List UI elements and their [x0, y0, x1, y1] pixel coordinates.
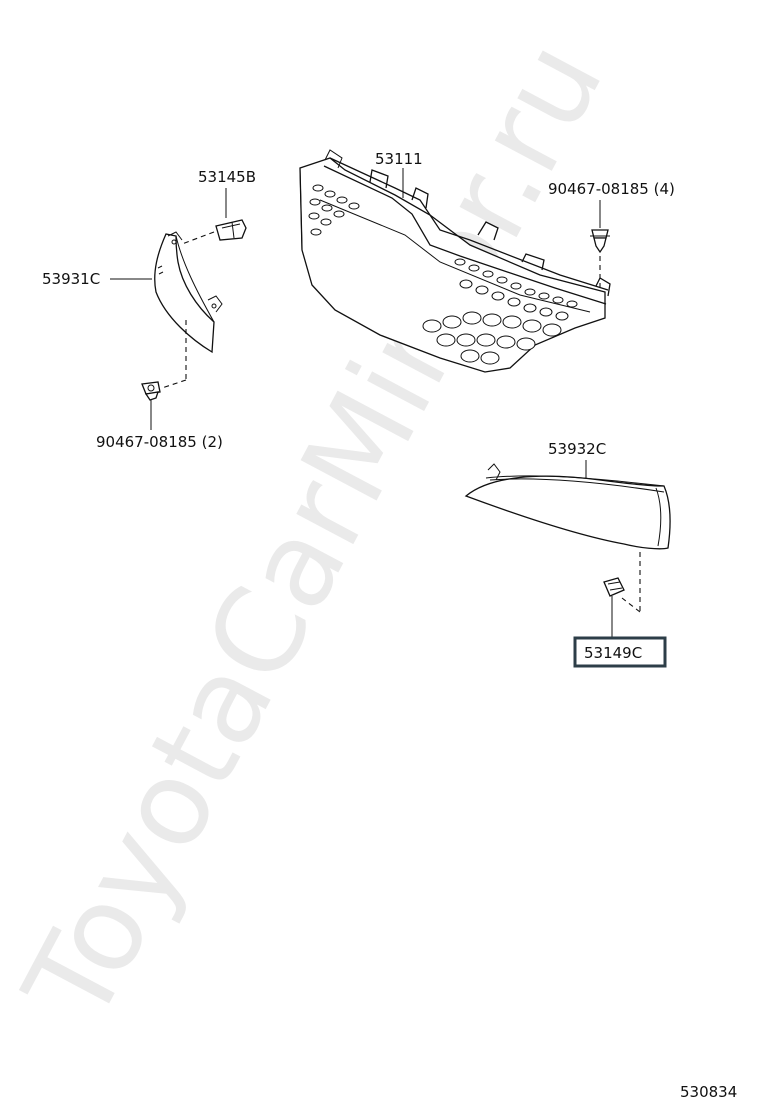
label-retainer-right[interactable]: 53149C [584, 644, 642, 662]
label-clip-right[interactable]: 90467-08185 (4) [548, 180, 675, 198]
label-retainer-left[interactable]: 53145B [198, 168, 256, 186]
label-molding-left[interactable]: 53931C [42, 270, 100, 288]
retainer-left-part[interactable] [215, 219, 247, 241]
label-grille[interactable]: 53111 [375, 150, 423, 168]
dashed-clip-left [161, 379, 187, 389]
highlight-box-retainer-right [573, 636, 667, 668]
dashed-retainer-left [181, 231, 215, 245]
label-clip-left[interactable]: 90467-08185 (2) [96, 433, 223, 451]
label-molding-right[interactable]: 53932C [548, 440, 606, 458]
diagram-id: 530834 [680, 1083, 737, 1101]
retainer-right-part[interactable] [603, 577, 625, 597]
grille-part[interactable] [299, 149, 611, 373]
clip-left-part[interactable] [141, 381, 161, 401]
clip-right-part[interactable] [590, 229, 610, 254]
dashed-retainer-right [621, 597, 641, 613]
molding-right-part[interactable] [464, 463, 671, 550]
molding-left-part[interactable] [154, 231, 223, 354]
